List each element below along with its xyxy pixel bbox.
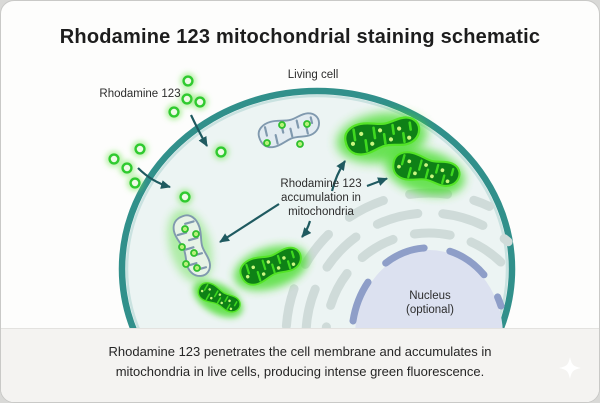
- dots-in-unstained-mitochondria: [178, 120, 311, 272]
- caption-line-2: mitochondria in live cells, producing in…: [115, 364, 485, 379]
- arrows: [137, 114, 388, 243]
- arrow-entry-1: [190, 114, 208, 147]
- caption-bar: Rhodamine 123 penetrates the cell membra…: [1, 328, 599, 402]
- nucleus: [355, 250, 503, 331]
- arrow-to-stained-3: [301, 220, 312, 238]
- caption-line-1: Rhodamine 123 penetrates the cell membra…: [108, 344, 492, 359]
- nuclear-envelope-dashes: [349, 244, 505, 325]
- arrow-to-stained-2: [366, 177, 388, 188]
- accumulation-label-line2: accumulation in: [281, 192, 361, 204]
- arrow-entry-2: [137, 167, 171, 189]
- living-cell-label: Living cell: [288, 69, 339, 81]
- page-title: Rhodamine 123 mitochondrial staining sch…: [59, 26, 541, 48]
- rhodamine-label: Rhodamine 123: [99, 88, 180, 100]
- arrow-to-partial-mito: [219, 203, 280, 243]
- arrow-to-stained-1: [330, 160, 346, 192]
- nucleus-label-line2: (optional): [406, 304, 454, 316]
- diagram-svg: Rhodamine 123 Living cell Rhodamine 123 …: [99, 69, 516, 331]
- cell-membrane-inner-line: [125, 94, 509, 331]
- nucleus-label-line1: Nucleus: [409, 290, 451, 302]
- accumulation-label-line1: Rhodamine 123: [280, 178, 361, 190]
- accumulation-label-line3: mitochondria: [288, 206, 354, 218]
- sparkle-icon: [559, 357, 581, 379]
